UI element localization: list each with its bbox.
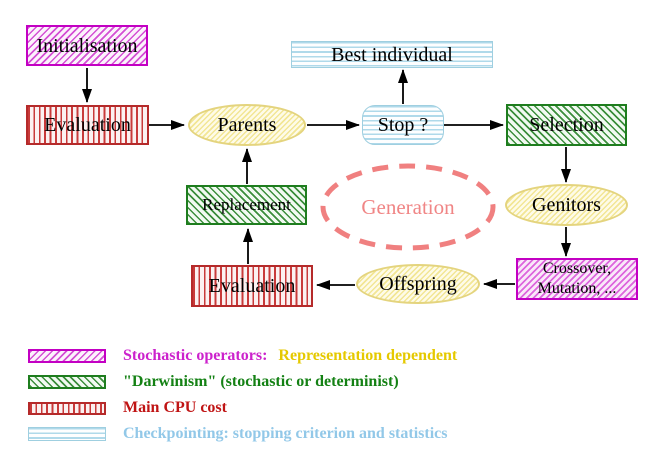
- node-genitors: Genitors: [505, 184, 628, 226]
- node-evaluation-bottom: Evaluation: [191, 265, 313, 307]
- green-diagonal-hatch-icon: [28, 375, 106, 389]
- node-evaluation-top: Evaluation: [26, 105, 149, 145]
- node-replacement: Replacement: [186, 185, 307, 225]
- node-selection: Selection: [506, 104, 627, 146]
- legend-row-cpu: Main CPU cost: [28, 399, 227, 417]
- legend-label-representation: Representation dependent: [278, 347, 458, 364]
- legend-row-darwinism: "Darwinism" (stochastic or determinist): [28, 373, 399, 391]
- legend-label-darwinism: "Darwinism" (stochastic or determinist): [123, 373, 399, 390]
- cyan-horizontal-stripes-icon: [28, 427, 106, 441]
- node-offspring: Offspring: [356, 264, 480, 304]
- legend-row-stochastic: Stochastic operators: Representation dep…: [28, 347, 457, 365]
- crossover-line1: Crossover,: [542, 260, 612, 277]
- node-best-individual: Best individual: [291, 41, 493, 68]
- node-parents: Parents: [188, 104, 306, 146]
- legend-row-checkpointing: Checkpointing: stopping criterion and st…: [28, 425, 447, 443]
- crossover-line2: Mutation, ...: [537, 280, 617, 297]
- legend-label-checkpointing: Checkpointing: stopping criterion and st…: [123, 425, 448, 442]
- node-initialisation: Initialisation: [26, 25, 148, 66]
- generation-label: Generation: [361, 194, 455, 219]
- magenta-diagonal-hatch-icon: [28, 349, 106, 363]
- node-stop: Stop ?: [362, 105, 444, 145]
- red-vertical-stripes-icon: [28, 401, 106, 415]
- legend-label-cpu: Main CPU cost: [123, 399, 227, 416]
- node-crossover-mutation: Crossover, Mutation, ...: [516, 258, 638, 300]
- legend-label-stochastic: Stochastic operators:: [123, 347, 268, 364]
